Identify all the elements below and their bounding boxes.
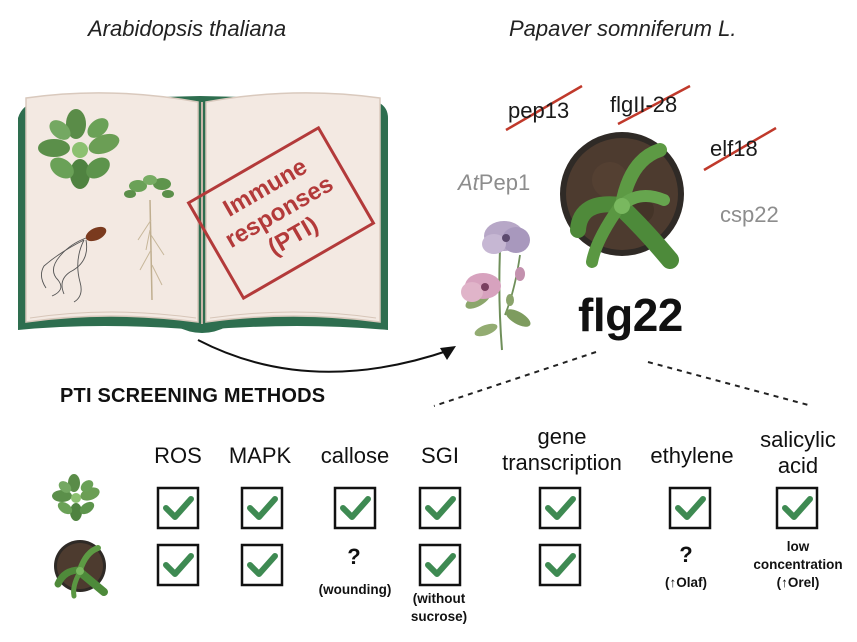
col-head-callose-label: callose bbox=[320, 443, 390, 468]
peptide-atpep1-suffix: Pep1 bbox=[478, 170, 531, 195]
sgi-note-line-2: sucrose) bbox=[410, 609, 468, 624]
col-head-sgi: SGI bbox=[410, 443, 470, 469]
sa-note-line-3: (↑Orel) bbox=[776, 575, 820, 590]
checkmark-icon bbox=[240, 543, 284, 587]
col-head-ethylene: ethylene bbox=[640, 443, 744, 469]
checkbox-grid bbox=[156, 486, 819, 587]
row-icon-arabidopsis bbox=[52, 474, 100, 521]
book-illustration bbox=[18, 92, 388, 333]
row-icon-papaver bbox=[54, 540, 108, 599]
callose-note: (wounding) bbox=[318, 582, 392, 597]
checkmark-icon bbox=[156, 486, 200, 530]
seedling-icon bbox=[124, 175, 174, 301]
col-head-acid-label: acid bbox=[777, 453, 819, 478]
checkmark-icon bbox=[775, 486, 819, 530]
strikethrough-lines bbox=[505, 84, 777, 172]
species-papaver: Papaver somniferum L. bbox=[509, 16, 737, 41]
peptide-elf18: elf18 bbox=[710, 136, 758, 161]
col-head-gene-label: gene bbox=[537, 424, 587, 449]
callose-question-mark: ? bbox=[347, 544, 361, 569]
checkmark-icon bbox=[156, 543, 200, 587]
col-head-mapk-label: MAPK bbox=[228, 443, 292, 468]
ethylene-question-mark: ? bbox=[679, 542, 693, 567]
immune-responses-stamp bbox=[186, 125, 376, 301]
col-head-ros: ROS bbox=[148, 443, 208, 469]
arrow-to-poppy bbox=[197, 339, 456, 373]
salicylic-acid-note: low concentration (↑Orel) bbox=[746, 538, 850, 592]
checkmark-icon bbox=[333, 486, 377, 530]
peptide-atpep1-prefix: At bbox=[458, 170, 479, 195]
checkmark-icon bbox=[538, 543, 582, 587]
peptide-atpep1: AtPep1 bbox=[458, 170, 530, 196]
col-head-ros-label: ROS bbox=[154, 443, 202, 468]
sa-note-line-2: concentration bbox=[753, 557, 843, 572]
methods-title: PTI SCREENING METHODS bbox=[60, 385, 326, 407]
checkmark-icon bbox=[418, 486, 462, 530]
papaver-pot-illustration bbox=[560, 132, 684, 269]
col-head-transcription-label: transcription bbox=[502, 450, 622, 475]
species-arabidopsis: Arabidopsis thaliana bbox=[88, 16, 287, 41]
col-head-mapk: MAPK bbox=[222, 443, 298, 469]
col-head-ethylene-label: ethylene bbox=[650, 443, 734, 468]
peptide-flgII-28: flgII-28 bbox=[610, 92, 678, 117]
col-head-callose: callose bbox=[310, 443, 400, 469]
dashed-connector-lines bbox=[433, 351, 813, 407]
arabidopsis-rosette-icon bbox=[38, 109, 120, 189]
sgi-note: (without sucrose) bbox=[404, 590, 474, 626]
checkmark-icon bbox=[418, 543, 462, 587]
checkmark-icon bbox=[538, 486, 582, 530]
checkmark-icon bbox=[240, 486, 284, 530]
col-head-salicylic-label: salicylic bbox=[760, 427, 836, 452]
checkmark-icon bbox=[668, 486, 712, 530]
poppy-flower-illustration bbox=[461, 221, 531, 351]
peptide-flg22: flg22 bbox=[578, 289, 683, 341]
sa-note-line-1: low bbox=[786, 539, 810, 554]
germinating-seed-icon bbox=[41, 226, 107, 303]
peptide-pep13: pep13 bbox=[508, 98, 570, 123]
peptide-csp22: csp22 bbox=[720, 202, 779, 227]
col-head-sgi-label: SGI bbox=[421, 443, 459, 468]
ethylene-note: (↑Olaf) bbox=[665, 575, 707, 590]
sgi-note-line-1: (without bbox=[412, 591, 466, 606]
